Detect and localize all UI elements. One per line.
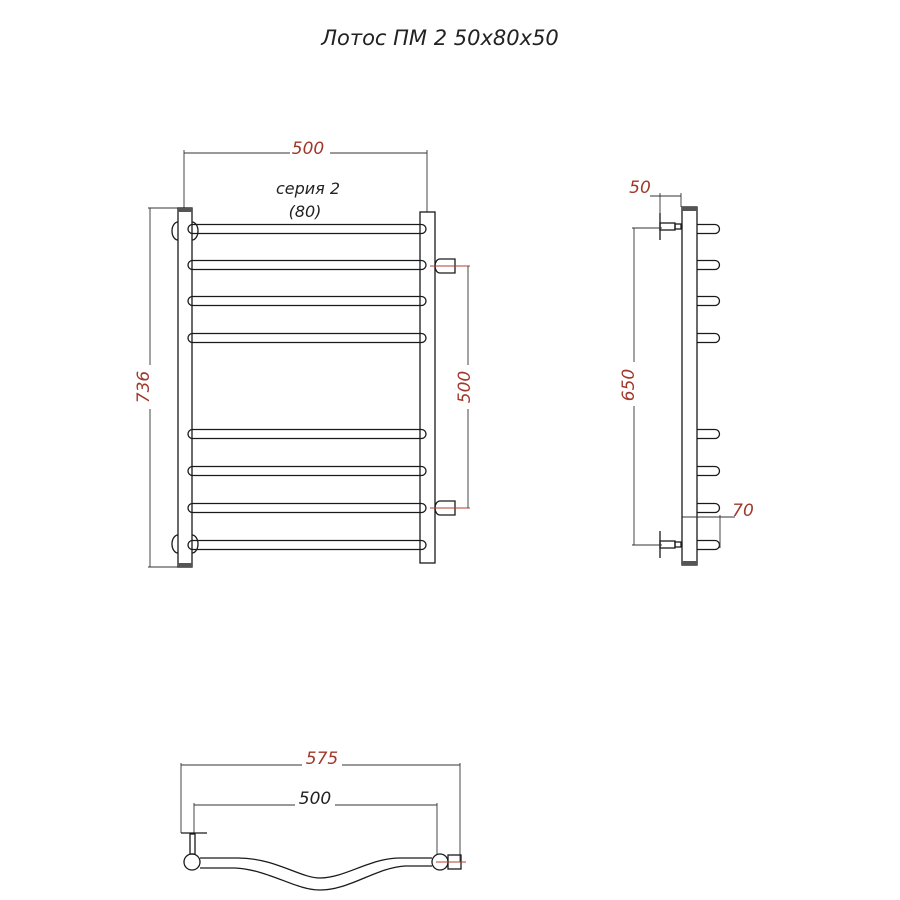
- rail-lower-curve: [200, 865, 432, 891]
- side-rung: [697, 428, 721, 440]
- rung: [187, 223, 427, 235]
- wall-mount-top: [659, 213, 682, 240]
- side-rung: [697, 223, 721, 235]
- series-label: серия 2: [276, 179, 340, 198]
- side-rung: [697, 295, 721, 307]
- rung: [187, 539, 427, 551]
- front-width-label: 500: [292, 139, 324, 159]
- connection-bottom: [430, 500, 470, 516]
- connection-top: [430, 258, 470, 274]
- side-pole: [681, 206, 698, 566]
- rung: [187, 259, 427, 271]
- rung: [187, 428, 427, 440]
- connection-distance-label: 500: [455, 371, 475, 403]
- wall-mount-bottom: [659, 531, 682, 558]
- rung: [187, 502, 427, 514]
- rail-upper-curve: [200, 857, 432, 879]
- rung: [187, 332, 427, 344]
- side-rung: [697, 502, 721, 514]
- front-view: 500 серия 2 (80) 736 500: [134, 139, 475, 568]
- rung: [187, 295, 427, 307]
- left-pole-section: [183, 853, 201, 871]
- series-code: (80): [289, 202, 322, 221]
- side-view: 50 650 70: [619, 178, 754, 566]
- top-view: 575 500: [180, 749, 466, 891]
- rung: [187, 465, 427, 477]
- side-rungs: [697, 223, 721, 551]
- side-rung: [697, 259, 721, 271]
- front-height-label: 736: [134, 371, 154, 404]
- mount-distance-label: 650: [619, 369, 639, 401]
- side-rung: [697, 539, 721, 551]
- rungs: [187, 223, 427, 551]
- depth-label: 70: [732, 501, 754, 521]
- right-pole: [419, 211, 436, 564]
- wall-offset-label: 50: [629, 178, 651, 198]
- center-distance-label: 500: [299, 789, 331, 809]
- side-rung: [697, 332, 721, 344]
- side-rung: [697, 465, 721, 477]
- drawing-title: Лотос ПМ 2 50x80x50: [320, 26, 559, 50]
- overall-width-label: 575: [306, 749, 338, 769]
